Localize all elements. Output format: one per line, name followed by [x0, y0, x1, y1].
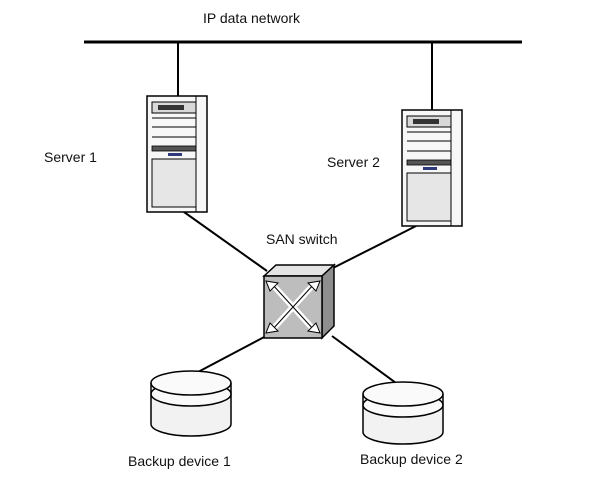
backup-device-1-icon — [150, 370, 232, 437]
network-label: IP data network — [203, 10, 301, 26]
link-server-1-switch — [183, 211, 268, 272]
server-1-label: Server 1 — [44, 149, 97, 165]
backup-device-1-label: Backup device 1 — [128, 453, 231, 469]
link-server-2-switch — [332, 225, 417, 269]
backup-device-2-label: Backup device 2 — [360, 451, 463, 467]
link-switch-backup-1 — [197, 334, 269, 373]
backup-device-2-icon — [362, 381, 444, 445]
server-2-icon — [401, 109, 463, 227]
server-1-icon — [146, 95, 208, 213]
san-switch-icon — [262, 263, 336, 340]
server-2-label: Server 2 — [327, 154, 380, 170]
link-switch-backup-2 — [331, 335, 397, 384]
switch-label: SAN switch — [266, 231, 338, 247]
